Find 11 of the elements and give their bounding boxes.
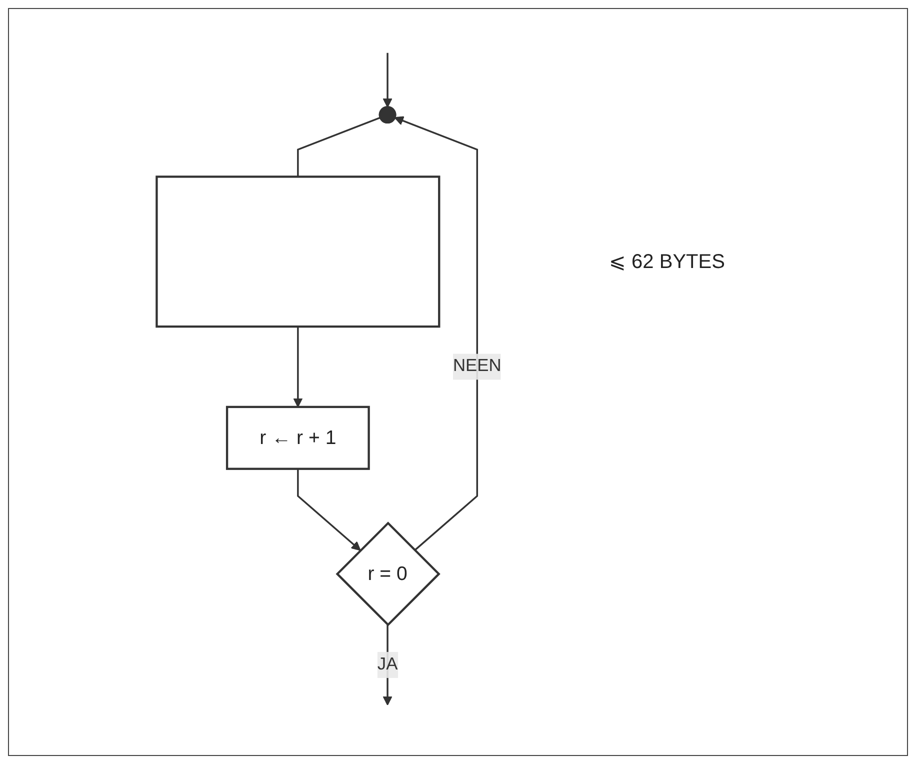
connector — [297, 116, 381, 177]
node-diamond: r = 0 — [336, 522, 440, 626]
dimension-label: ⩽ 62 BYTES — [609, 250, 725, 274]
arrow — [382, 52, 392, 108]
edge-label: NEEN — [453, 356, 502, 376]
node-box: r ← r + 1 — [226, 406, 370, 470]
arrow — [297, 468, 361, 551]
edge-label: JA — [377, 655, 398, 674]
node-box — [156, 176, 440, 328]
arrow — [293, 326, 303, 408]
arrow — [394, 116, 478, 551]
